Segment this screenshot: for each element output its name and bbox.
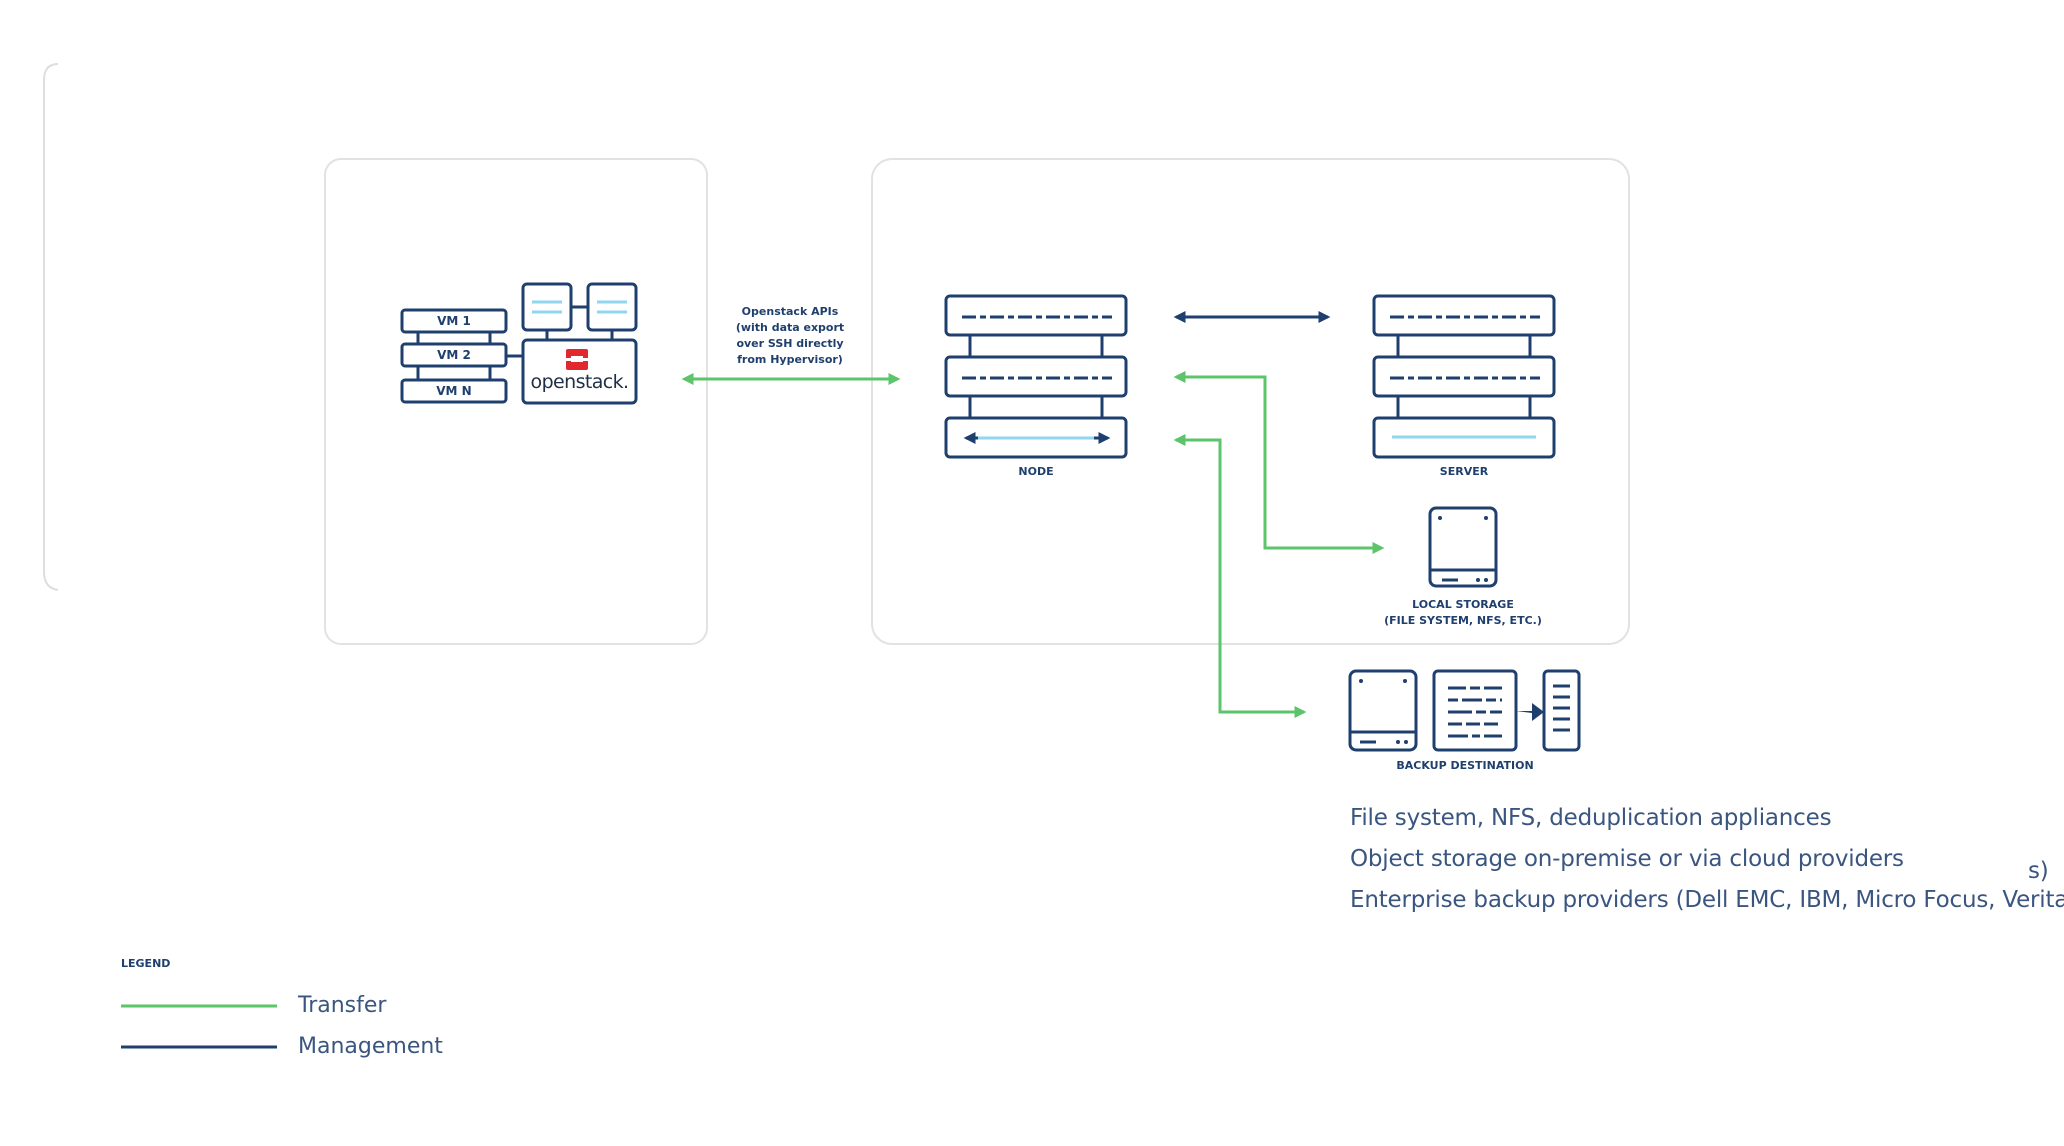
server-icon	[1372, 294, 1556, 459]
connection-label-line-1: Openstack APIs	[741, 305, 839, 318]
vm-2-label: VM 2	[437, 348, 471, 362]
connection-label-line-3: over SSH directly	[736, 337, 844, 350]
openstack-logo-text: openstack.	[530, 371, 630, 393]
hypervisor-panel	[324, 158, 708, 645]
clipped-frame-edge	[43, 63, 59, 591]
vm-stack	[400, 308, 523, 404]
truncated-text-fragment: s)	[2028, 858, 2049, 884]
connection-label-line-2: (with data export	[735, 321, 845, 334]
local-storage-label: LOCAL STORAGE (FILE SYSTEM, NFS, ETC.)	[1363, 597, 1563, 629]
legend-management-label: Management	[298, 1034, 443, 1059]
local-storage-label-line-1: LOCAL STORAGE	[1412, 598, 1514, 611]
backup-destination-item-3: Enterprise backup providers (Dell EMC, I…	[1350, 887, 2064, 913]
connection-label-line-4: from Hypervisor)	[737, 353, 843, 366]
vm-n-box	[400, 378, 508, 404]
backup-arrow-icon	[1516, 703, 1544, 721]
vm-n-label: VM N	[436, 384, 472, 398]
vprotect-panel	[871, 158, 1630, 645]
local-storage-label-line-2: (FILE SYSTEM, NFS, ETC.)	[1384, 614, 1542, 627]
legend-transfer-label: Transfer	[298, 993, 387, 1018]
vm-1-box	[400, 308, 508, 334]
openstack-icon	[521, 282, 638, 405]
backup-destination-item-2: Object storage on-premise or via cloud p…	[1350, 846, 1904, 872]
legend-title: LEGEND	[121, 957, 171, 970]
vm-1-label: VM 1	[437, 314, 471, 328]
backup-destination-item-1: File system, NFS, deduplication applianc…	[1350, 805, 1832, 831]
backup-disk-icon	[1348, 669, 1418, 752]
node-server-icon	[944, 294, 1128, 459]
backup-destination-label: BACKUP DESTINATION	[1396, 759, 1534, 772]
server-label: SERVER	[1439, 465, 1489, 478]
openstack-logo-mark	[562, 349, 592, 370]
backup-tape-icon	[1542, 669, 1581, 752]
transfer-arrow-node-backup	[1173, 434, 1307, 718]
node-label: NODE	[1018, 465, 1054, 478]
backup-document-icon	[1432, 669, 1518, 752]
connection-label: Openstack APIs (with data export over SS…	[700, 304, 880, 368]
local-storage-disk-icon	[1428, 506, 1498, 588]
